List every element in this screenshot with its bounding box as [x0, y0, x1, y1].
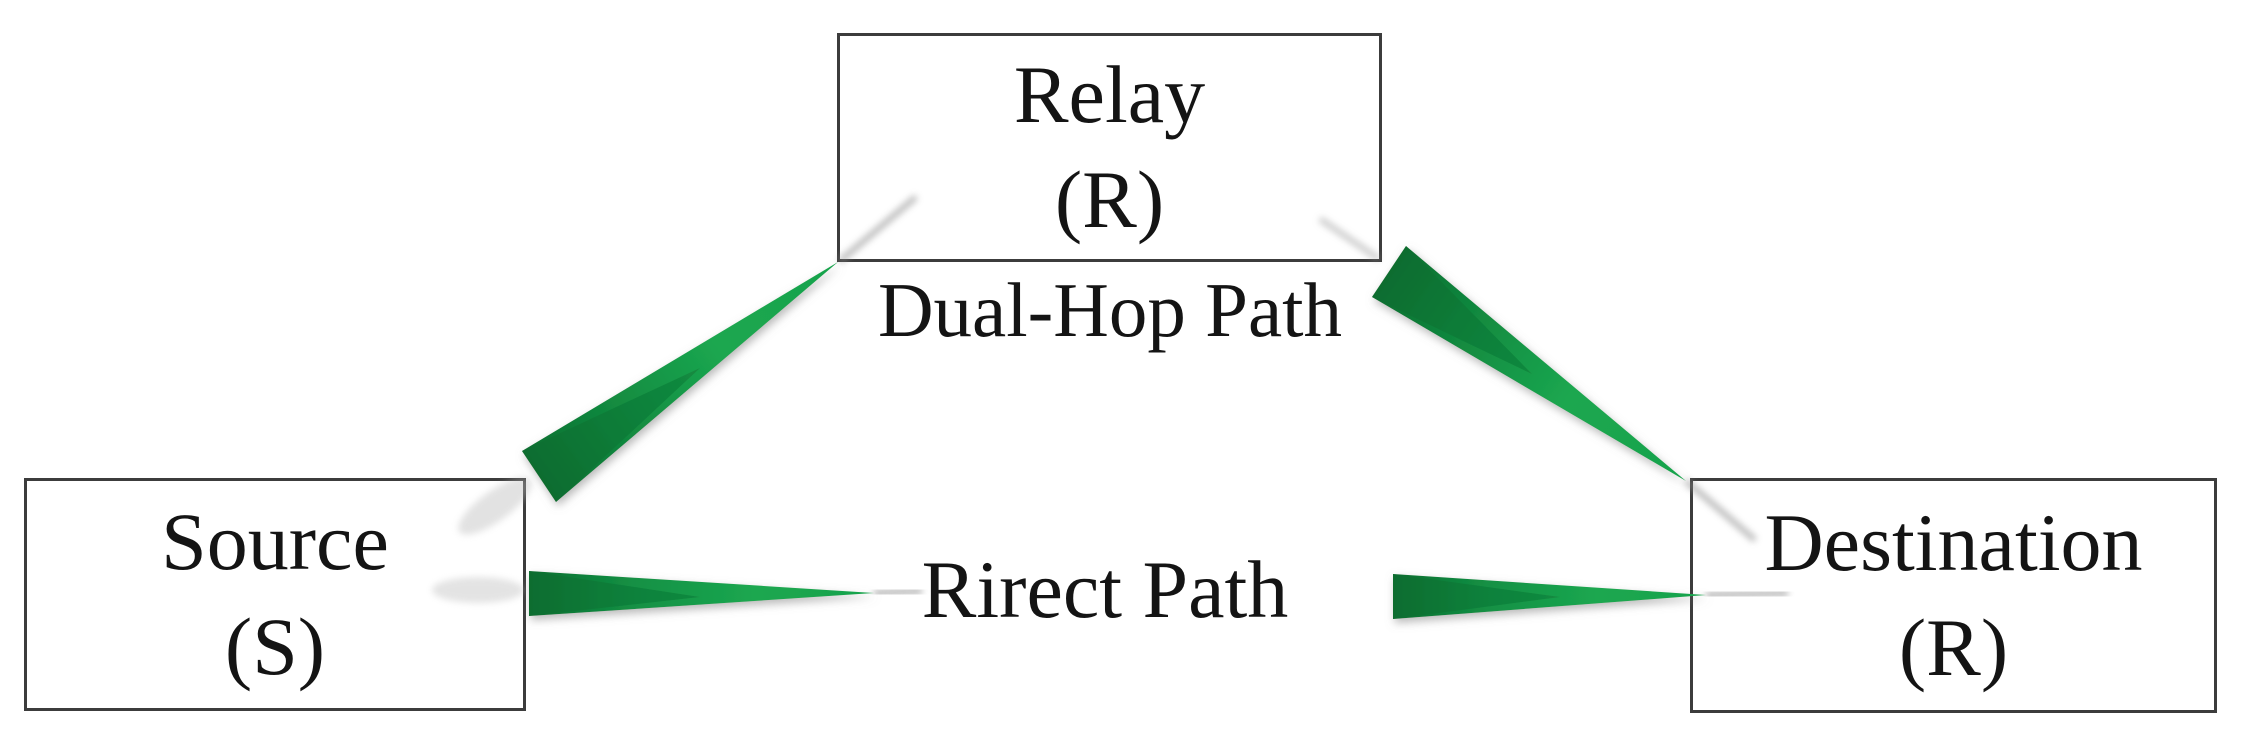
dual-hop-path-label: Dual-Hop Path [877, 267, 1343, 353]
node-relay-box: Relay (R) [837, 33, 1382, 262]
arrow-source-to-relay [522, 262, 838, 502]
arrow-direct-path-right-segment [1393, 574, 1706, 619]
node-source-label: Source [161, 496, 389, 588]
node-destination-symbol: (R) [1898, 601, 2009, 693]
node-relay-symbol: (R) [1054, 153, 1165, 245]
node-relay-label: Relay [1013, 49, 1206, 141]
node-destination-box: Destination (R) [1690, 478, 2217, 713]
node-source-box: Source (S) [24, 478, 526, 711]
node-source-symbol: (S) [224, 600, 326, 692]
node-destination-label: Destination [1764, 497, 2143, 589]
direct-path-label: Rirect Path [921, 544, 1289, 635]
